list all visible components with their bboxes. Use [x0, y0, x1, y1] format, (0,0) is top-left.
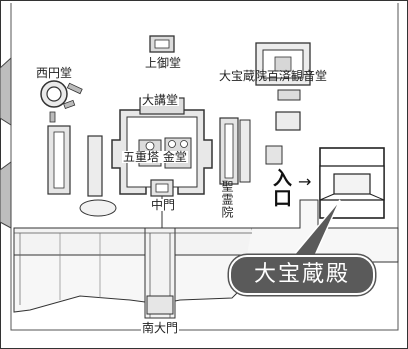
label-daihozoin: 大宝蔵院百済観音堂 — [219, 69, 328, 83]
left-tab-bottom — [0, 161, 12, 229]
west-hall-2 — [87, 135, 103, 197]
label-nandaimon: 南大門 — [141, 321, 180, 335]
label-saiendo: 西円堂 — [36, 66, 73, 80]
label-chumon: 中門 — [150, 198, 177, 212]
label-goju-kondo: 五重塔 金堂 — [122, 150, 188, 164]
label-daikodo: 大講堂 — [141, 93, 180, 107]
daihoden-callout: 大宝蔵殿 — [229, 255, 375, 295]
label-kamimido: 上御堂 — [145, 56, 182, 70]
entrance-arrow-icon: → — [298, 172, 312, 191]
entrance-label: 入口 — [270, 168, 292, 208]
left-tab-top — [0, 56, 12, 126]
label-shoryoin: 聖霊院 — [220, 180, 234, 219]
pond — [79, 199, 117, 217]
nandaimon-gate — [146, 295, 174, 315]
south-road — [13, 227, 253, 256]
